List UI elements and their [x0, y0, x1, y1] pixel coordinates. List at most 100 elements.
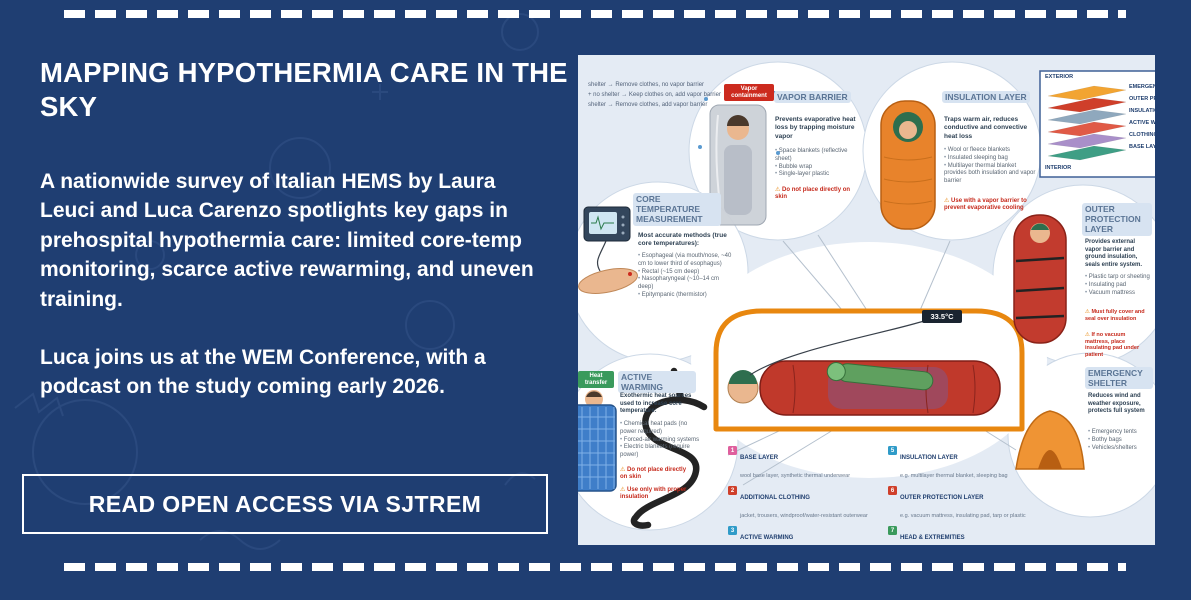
list-item: Space blankets (reflective sheet) [775, 148, 859, 164]
body-paragraph-1: A nationwide survey of Italian HEMS by L… [40, 170, 534, 311]
list-item: Electric blankets (require power) [620, 444, 700, 460]
legend-desc: e.g. vacuum mattress, insulating pad, ta… [900, 513, 1026, 519]
list-item: Insulating pad [1085, 282, 1151, 290]
list-item: Forced-air warming systems [620, 437, 700, 445]
triage-note: + no shelter → Keep clothes on, add vapo… [588, 91, 721, 98]
list-item: Bothy bags [1088, 437, 1150, 445]
temperature-monitor-figure [578, 206, 638, 294]
vapor-barrier-title: VAPOR BARRIER [774, 91, 851, 104]
list-item: Bubble wrap [775, 164, 859, 172]
emergency-shelter-desc: Reduces wind and weather exposure, prote… [1088, 393, 1145, 415]
legend-title: BASE LAYER [740, 455, 779, 461]
bottom-dashed-divider [64, 563, 1126, 571]
patient-figure [727, 320, 1001, 416]
core-temperature-list: Esophageal (via mouth/nose, ~40 cm to lo… [638, 253, 733, 300]
page-title: MAPPING HYPOTHERMIA CARE IN THE SKY [40, 57, 568, 122]
infographic-graphics [578, 55, 1155, 545]
legend-title: OUTER PROTECTION LAYER [900, 495, 984, 501]
patient-beanie [729, 370, 757, 384]
interior-label: INTERIOR [1045, 165, 1072, 171]
vapor-containment-tag: Vapor containment [724, 84, 774, 102]
active-warming-title: ACTIVE WARMING [618, 371, 696, 394]
legend-number: 2 [728, 486, 737, 495]
legend-title: ACTIVE WARMING [740, 535, 794, 541]
legend-number: 1 [728, 446, 737, 455]
emergency-shelter-circle [1007, 352, 1155, 518]
probe-cable [749, 320, 925, 376]
insulation-layer-title: INSULATION LAYER [942, 91, 1030, 104]
core-temperature-desc: Most accurate methods (true core tempera… [638, 232, 727, 248]
layer-label: EMERGENCY [1129, 84, 1155, 90]
outer-protection-list: Plastic tarp or sheeting Insulating pad … [1085, 274, 1151, 297]
legend-desc: wool base layer, synthetic thermal under… [740, 473, 851, 479]
list-item: Nasopharyngeal (~10–14 cm deep) [638, 276, 733, 292]
legend-item: 6 OUTER PROTECTION LAYER e.g. vacuum mat… [888, 486, 1048, 522]
list-item: Multilayer thermal blanket provides both… [944, 163, 1036, 186]
body-paragraph-2: Luca joins us at the WEM Conference, wit… [40, 346, 486, 399]
legend-number: 6 [888, 486, 897, 495]
insulation-layer-desc: Traps warm air, reduces conductive and c… [944, 116, 1028, 140]
outer-protection-desc: Provides external vapor barrier and grou… [1085, 239, 1143, 269]
layer-label: INSULATION [1129, 108, 1155, 114]
list-item: Vehicles/shelters [1088, 445, 1150, 453]
warning-text: Do not place directly on skin [775, 187, 851, 201]
legend-title: ADDITIONAL CLOTHING [740, 495, 810, 501]
list-item: Epitympanic (thermistor) [638, 292, 733, 300]
list-item: Esophageal (via mouth/nose, ~40 cm to lo… [638, 253, 733, 269]
warning-text: If no vacuum mattress, place insulating … [1085, 332, 1140, 359]
warning-icon [1085, 309, 1091, 315]
warning-text: Must fully cover and seal over insulatio… [1085, 309, 1145, 322]
legend-item: 2 ADDITIONAL CLOTHING jacket, trousers, … [728, 486, 880, 522]
warning-icon [775, 187, 782, 193]
patient-temperature-badge: 33.5°C [922, 310, 962, 323]
emergency-shelter-list: Emergency tents Bothy bags Vehicles/shel… [1088, 429, 1150, 452]
hypothermia-infographic-panel: shelter → Remove clothes, no vapor barri… [578, 55, 1155, 545]
layer-label: ACTIVE WAR [1129, 120, 1155, 126]
legend-item: 1 BASE LAYER wool base layer, synthetic … [728, 446, 880, 482]
list-item: Insulated sleeping bag [944, 155, 1036, 163]
vapor-barrier-list: Space blankets (reflective sheet) Bubble… [775, 148, 859, 179]
legend-item: 3 ACTIVE WARMING heat source [728, 526, 880, 545]
warning-text: Do not place directly on skin [620, 467, 687, 481]
core-temperature-title: CORE TEMPERATURE MEASUREMENT [633, 193, 721, 226]
list-item: Vacuum mattress [1085, 290, 1151, 298]
layer-label: CLOTHING [1129, 132, 1155, 138]
triage-note: shelter → Remove clothes, add vapor barr… [588, 101, 708, 108]
tent-figure [1015, 410, 1085, 470]
exterior-label: EXTERIOR [1045, 74, 1074, 80]
warning-text: Use only with proper insulation [620, 487, 687, 501]
vacuum-mattress-figure [1013, 214, 1067, 344]
heat-transfer-tag: Heat transfer [578, 371, 614, 389]
list-item: Rectal (~15 cm deep) [638, 269, 733, 277]
legend: 1 BASE LAYER wool base layer, synthetic … [728, 446, 1048, 545]
warning-icon [620, 487, 627, 493]
emergency-shelter-title: EMERGENCY SHELTER [1085, 367, 1153, 390]
sleeping-bag-figure [880, 100, 936, 230]
legend-number: 5 [888, 446, 897, 455]
list-item: Wool or fleece blankets [944, 147, 1036, 155]
layer-stack-diagram [1039, 70, 1155, 178]
legend-title: HEAD & EXTREMITIES [900, 535, 965, 541]
layer-label: OUTER PROT [1129, 96, 1155, 102]
top-dashed-divider [64, 10, 1126, 18]
legend-item: 7 HEAD & EXTREMITIES hat, gloves, scarf,… [888, 526, 1048, 545]
legend-title: INSULATION LAYER [900, 455, 958, 461]
read-open-access-button[interactable]: READ OPEN ACCESS VIA SJTREM [22, 474, 548, 534]
insulation-layer-list: Wool or fleece blankets Insulated sleepi… [944, 147, 1036, 186]
warning-icon [944, 198, 951, 204]
legend-number: 7 [888, 526, 897, 535]
list-item: Plastic tarp or sheeting [1085, 274, 1151, 282]
warning-icon [620, 467, 627, 473]
vapor-barrier-desc: Prevents evaporative heat loss by trappi… [775, 116, 856, 140]
active-warming-list: Chemical heat pads (no power required) F… [620, 421, 700, 460]
list-item: Chemical heat pads (no power required) [620, 421, 700, 437]
legend-desc: e.g. multilayer thermal blanket, sleepin… [900, 473, 1008, 479]
heated-blanket-figure [578, 390, 617, 492]
active-warming-desc: Exothermic heat sources used to increase… [620, 393, 692, 415]
vapor-wrapped-person-figure [698, 91, 780, 226]
legend-desc: jacket, trousers, windproof/water-resist… [740, 513, 868, 519]
warning-text: Use with a vapor barrier to prevent evap… [944, 198, 1027, 212]
triage-note: shelter → Remove clothes, no vapor barri… [588, 82, 705, 88]
list-item: Single-layer plastic [775, 171, 859, 179]
